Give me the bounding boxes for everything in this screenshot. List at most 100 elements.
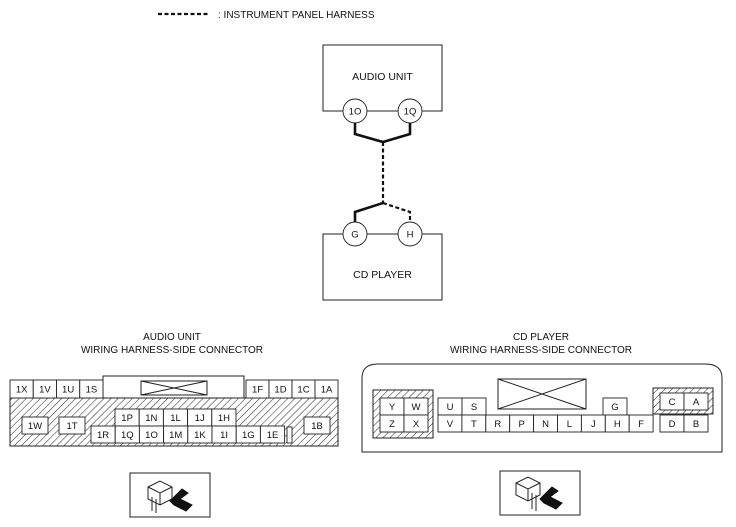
audio-unit-label: AUDIO UNIT xyxy=(352,71,413,83)
connector-view-icon xyxy=(499,470,581,516)
cd-terminal-g-label: G xyxy=(351,230,358,241)
cd-pin-label: U xyxy=(447,402,454,413)
legend-label: : INSTRUMENT PANEL HARNESS xyxy=(218,10,375,21)
audio-pin-label: 1J xyxy=(195,413,205,424)
audio-pin: 1N xyxy=(138,408,164,427)
cd-pin-label: S xyxy=(471,402,477,413)
cd-pin-label: A xyxy=(693,397,700,408)
audio-pin: 1T xyxy=(58,416,86,435)
cd-pin: R xyxy=(485,414,511,433)
cd-pin: B xyxy=(683,414,709,433)
cd-pin: D xyxy=(659,414,685,433)
cd-player-box xyxy=(322,233,443,301)
audio-pin: 1J xyxy=(187,408,213,427)
audio-connector: AUDIO UNIT WIRING HARNESS-SIDE CONNECTOR… xyxy=(9,332,339,447)
wire-1o xyxy=(353,123,384,144)
cd-pin: X xyxy=(403,414,429,433)
cd-connector: CD PLAYER WIRING HARNESS-SIDE CONNECTOR … xyxy=(361,332,723,453)
audio-pin: 1Q xyxy=(114,425,140,444)
cd-pin: F xyxy=(628,414,654,433)
audio-pin: 1O xyxy=(138,425,165,444)
audio-pin-label: 1Q xyxy=(121,430,134,441)
cd-connector-title-2: WIRING HARNESS-SIDE CONNECTOR xyxy=(450,345,632,356)
audio-connector-title-1: AUDIO UNIT xyxy=(143,332,201,343)
audio-pin-label: 1H xyxy=(218,413,230,424)
cd-pin-label: X xyxy=(413,419,420,430)
audio-pin-label: 1P xyxy=(121,413,133,424)
audio-pin-label: 1V xyxy=(39,385,51,396)
cd-pin-label: Y xyxy=(389,402,396,413)
cd-pin-label: Z xyxy=(389,419,395,430)
audio-unit-box xyxy=(322,44,443,112)
audio-pin-label: 1T xyxy=(66,421,77,432)
audio-pin: 1I xyxy=(211,425,237,444)
audio-terminal-1q-label: 1Q xyxy=(404,107,417,118)
cd-pin-label: N xyxy=(542,419,549,430)
cd-pin: A xyxy=(683,392,709,411)
audio-pin-label: 1M xyxy=(169,430,182,441)
audio-pin-label: 1S xyxy=(86,385,98,396)
cd-pin: S xyxy=(461,397,487,416)
audio-pin: 1H xyxy=(211,408,237,427)
audio-pin: 1R xyxy=(90,425,116,444)
audio-pin: 1D xyxy=(268,379,293,399)
cd-pin-label: T xyxy=(471,419,477,430)
audio-pin: 1K xyxy=(187,425,213,444)
cd-pin: W xyxy=(403,397,429,416)
cd-pin: J xyxy=(580,414,606,433)
cd-pin-label: D xyxy=(669,419,676,430)
audio-pin: 1E xyxy=(259,425,286,444)
audio-pin: 1F xyxy=(245,379,270,399)
audio-connector-gap xyxy=(286,426,293,444)
audio-pin-label: 1B xyxy=(311,421,323,432)
cd-pin: L xyxy=(557,414,582,433)
wire-1q xyxy=(382,123,412,144)
top-diagram: AUDIO UNIT 1O 1Q CD PLAYER G H xyxy=(322,44,443,301)
audio-pin: 1C xyxy=(291,379,316,399)
audio-pin: 1B xyxy=(303,416,331,435)
audio-pin-label: 1O xyxy=(145,430,158,441)
cd-pin: T xyxy=(461,414,487,433)
cd-pin: P xyxy=(509,414,535,433)
cd-pin-label: F xyxy=(638,419,644,430)
audio-pin-label: 1L xyxy=(170,413,181,424)
cd-pin: Z xyxy=(379,414,405,433)
audio-connector-title-2: WIRING HARNESS-SIDE CONNECTOR xyxy=(81,345,263,356)
cd-player-label: CD PLAYER xyxy=(353,269,412,281)
cd-pin-label: R xyxy=(494,419,501,430)
cd-pin-label: W xyxy=(412,402,421,413)
wire-g xyxy=(353,201,384,222)
cd-pin: V xyxy=(437,414,463,433)
cd-pin: C xyxy=(659,392,685,411)
audio-pin: 1A xyxy=(314,379,339,399)
cd-pin: H xyxy=(604,414,630,433)
audio-pin-label: 1R xyxy=(97,430,109,441)
audio-pin-label: 1E xyxy=(267,430,279,441)
audio-pin-label: 1I xyxy=(220,430,228,441)
audio-pin: 1M xyxy=(163,425,189,444)
cd-pin: N xyxy=(533,414,558,433)
cd-terminal-h-label: H xyxy=(407,230,414,241)
audio-pin-label: 1W xyxy=(28,421,42,432)
cd-pin-label: P xyxy=(518,419,524,430)
audio-pin: 1U xyxy=(56,379,81,399)
audio-pin-label: 1U xyxy=(62,385,74,396)
cd-connector-title-1: CD PLAYER xyxy=(513,332,569,343)
cd-pin-label: B xyxy=(693,419,699,430)
cd-pin-label: L xyxy=(567,419,572,430)
cd-pin-label: G xyxy=(611,402,618,413)
audio-pin: 1W xyxy=(21,416,49,435)
audio-pin-label: 1A xyxy=(321,385,333,396)
cd-pin-label: J xyxy=(591,419,596,430)
audio-pin-label: 1G xyxy=(242,430,255,441)
cd-pin: G xyxy=(602,397,628,416)
cd-terminal-h xyxy=(397,221,423,247)
audio-pin: 1P xyxy=(114,408,140,427)
audio-pin-label: 1N xyxy=(145,413,157,424)
audio-pin-label: 1F xyxy=(252,385,263,396)
audio-pin: 1G xyxy=(235,425,261,444)
audio-pin-label: 1X xyxy=(16,385,28,396)
audio-pin: 1X xyxy=(9,379,34,399)
audio-pin: 1L xyxy=(162,408,189,427)
audio-terminal-1o-label: 1O xyxy=(349,107,362,118)
